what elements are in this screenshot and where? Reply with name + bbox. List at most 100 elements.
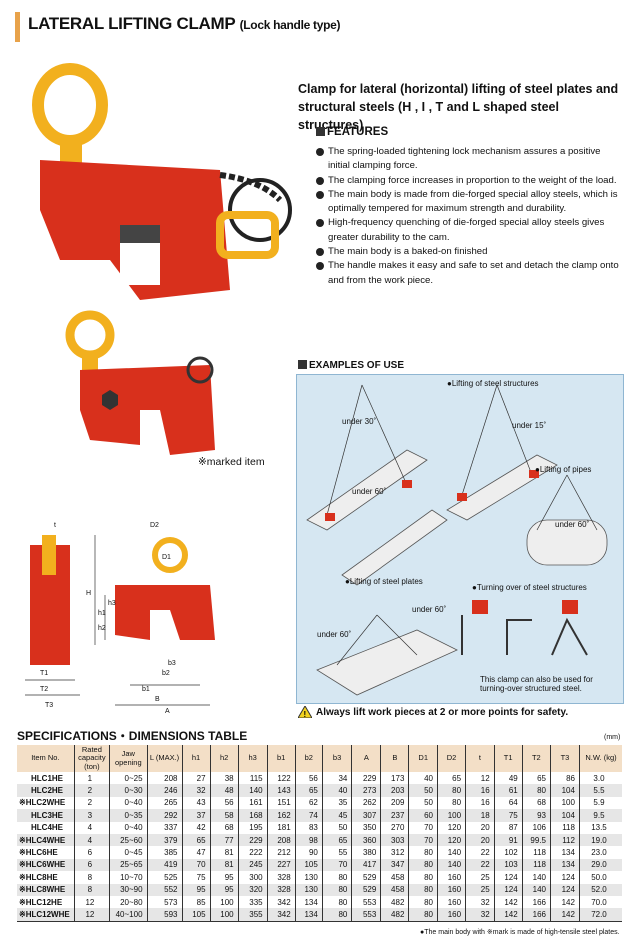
table-cell: 8 xyxy=(73,871,111,884)
table-cell: 134 xyxy=(549,846,580,859)
table-cell: 593 xyxy=(146,908,183,922)
table-cell: 75 xyxy=(181,871,211,884)
features-heading-text: FEATURES xyxy=(327,126,389,138)
column-header: h2 xyxy=(209,745,239,772)
table-cell: 83 xyxy=(294,821,323,834)
table-cell: 22 xyxy=(465,858,495,872)
table-cell: 134 xyxy=(294,895,323,909)
table-cell: 140 xyxy=(436,846,467,859)
table-cell: 140 xyxy=(521,883,551,896)
table-cell: 208 xyxy=(146,772,183,785)
table-cell: 104 xyxy=(549,784,580,797)
table-cell: 70 xyxy=(181,858,211,872)
label-h3: h3 xyxy=(108,600,116,607)
table-cell: 55 xyxy=(321,846,353,859)
item-number: HLC2HE xyxy=(17,784,75,797)
table-cell: 25 xyxy=(465,883,495,896)
square-icon xyxy=(316,127,325,136)
table-cell: 142 xyxy=(493,908,523,922)
table-cell: 458 xyxy=(380,871,410,884)
table-cell: 50.0 xyxy=(578,871,622,884)
column-header: N.W. (kg) xyxy=(578,745,622,772)
table-cell: 106 xyxy=(521,821,551,834)
page-title: LATERAL LIFTING CLAMP (Lock handle type) xyxy=(28,14,341,34)
footnote: ●The main body with ※mark is made of hig… xyxy=(420,929,620,936)
table-cell: 75 xyxy=(493,809,523,822)
table-cell: 482 xyxy=(380,895,410,909)
examples-heading-text: EXAMPLES OF USE xyxy=(309,360,405,371)
table-cell: 320 xyxy=(237,883,268,896)
angle-label: under 30˚ xyxy=(342,417,377,426)
table-cell: 203 xyxy=(380,784,410,797)
spec-heading: SPECIFICATIONS・DIMENSIONS TABLE xyxy=(17,729,248,743)
table-cell: 58 xyxy=(209,809,239,822)
table-cell: 32 xyxy=(465,908,495,922)
table-cell: 49 xyxy=(493,772,523,785)
table-cell: 65 xyxy=(321,833,353,847)
table-cell: 80 xyxy=(408,858,438,872)
table-cell: 80 xyxy=(436,796,467,810)
table-cell: 65 xyxy=(521,772,551,785)
label-d1: D1 xyxy=(162,554,171,561)
table-cell: 105 xyxy=(294,858,323,872)
label-t3: T3 xyxy=(45,702,53,709)
table-cell: 120 xyxy=(436,833,467,847)
example-turning-over: ●Turning over of steel structures xyxy=(472,583,587,592)
item-number: ※HLC6WHE xyxy=(17,858,75,872)
table-cell: 40 xyxy=(321,784,353,797)
column-header: Jaw opening xyxy=(109,745,148,772)
svg-text:!: ! xyxy=(304,710,307,718)
table-cell: 40~100 xyxy=(109,908,148,922)
feature-item: High-frequency quenching of die-forged s… xyxy=(316,216,624,245)
table-cell: 529 xyxy=(351,883,382,896)
label-b: B xyxy=(155,696,160,703)
table-cell: 64 xyxy=(493,796,523,810)
examples-panel: ●Lifting of steel structures under 15˚ u… xyxy=(296,374,624,704)
table-cell: 81 xyxy=(209,846,239,859)
table-cell: 161 xyxy=(237,796,268,810)
table-cell: 65 xyxy=(436,772,467,785)
table-cell: 237 xyxy=(380,809,410,822)
table-cell: 168 xyxy=(237,809,268,822)
table-cell: 80 xyxy=(321,908,353,922)
column-header: B xyxy=(380,745,410,772)
table-cell: 13.5 xyxy=(578,821,622,834)
table-cell: 80 xyxy=(408,883,438,896)
item-number: ※HLC12HE xyxy=(17,895,75,909)
table-cell: 0~35 xyxy=(109,809,148,822)
table-cell: 553 xyxy=(351,895,382,909)
table-cell: 72.0 xyxy=(578,908,622,922)
label-a: A xyxy=(165,708,170,715)
table-cell: 227 xyxy=(266,858,296,872)
table-cell: 482 xyxy=(380,908,410,922)
table-cell: 80 xyxy=(408,846,438,859)
table-cell: 16 xyxy=(465,796,495,810)
table-cell: 335 xyxy=(237,895,268,909)
table-cell: 347 xyxy=(380,858,410,872)
table-cell: 229 xyxy=(237,833,268,847)
warning-text: Always lift work pieces at 2 or more poi… xyxy=(316,706,569,718)
table-cell: 52.0 xyxy=(578,883,622,896)
turning-note: This clamp can also be used for turning-… xyxy=(480,675,593,693)
table-cell: 112 xyxy=(549,833,580,847)
table-cell: 70 xyxy=(408,833,438,847)
table-cell: 143 xyxy=(266,784,296,797)
table-cell: 328 xyxy=(266,871,296,884)
feature-item: The handle makes it easy and safe to set… xyxy=(316,259,624,288)
table-cell: 307 xyxy=(351,809,382,822)
table-cell: 337 xyxy=(146,821,183,834)
angle-label: under 60˚ xyxy=(352,487,387,496)
table-cell: 142 xyxy=(549,895,580,909)
table-cell: 525 xyxy=(146,871,183,884)
table-cell: 173 xyxy=(380,772,410,785)
table-cell: 42 xyxy=(181,821,211,834)
table-cell: 70 xyxy=(321,858,353,872)
table-cell: 2 xyxy=(73,784,111,797)
table-cell: 102 xyxy=(493,846,523,859)
